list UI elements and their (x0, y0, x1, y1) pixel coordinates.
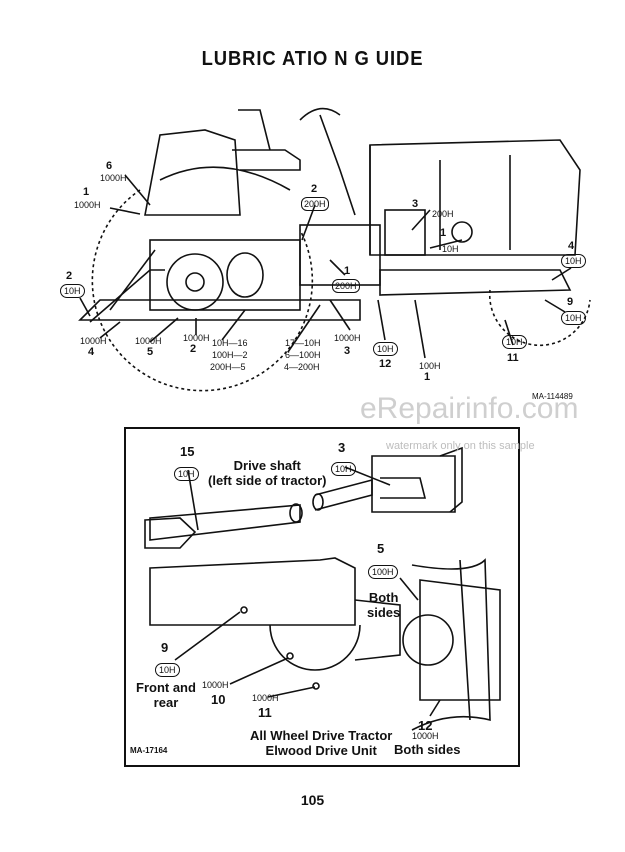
callout-number: 2 (190, 343, 197, 355)
callout-interval: 200H (301, 197, 329, 211)
callout-interval: 1000H (183, 333, 210, 343)
callout-interval: 10H (561, 254, 586, 268)
callout-number: 4 (88, 346, 95, 358)
watermark-note: watermark only on this sample (386, 440, 535, 452)
inset-callout-interval: 1000H (202, 680, 229, 690)
callout-number: 9 (567, 296, 574, 308)
inset-callout-number: 10 (211, 692, 226, 707)
callout-number: 1 (344, 265, 351, 277)
callout-number: 4 (568, 240, 575, 252)
inset-caption: All Wheel Drive Tractor Elwood Drive Uni… (250, 728, 393, 758)
page-title: LUBRIC ATIO N G UIDE (201, 48, 424, 70)
front-rear-label: Front and rear (136, 680, 196, 710)
callout-interval: 1000H (80, 336, 107, 346)
callout-interval: 1000H (334, 333, 361, 343)
callout-number: 11 (507, 352, 519, 364)
inset-callout-interval: 1000H (252, 693, 279, 703)
callout-interval: 100H (419, 361, 441, 371)
callout-number: 2 (66, 270, 73, 282)
callout-number: 5 (147, 346, 154, 358)
multi-interval-b-2: 6—100H (285, 350, 321, 360)
inset-callout-interval: 10H (331, 462, 356, 476)
page-number: 105 (300, 792, 325, 808)
callout-interval: 10H (442, 244, 459, 254)
inset-callout-number: 5 (377, 541, 385, 556)
inset-callout-interval: 1000H (412, 731, 439, 741)
inset-callout-number: 15 (180, 444, 195, 459)
inset-ref-code: MA-17164 (130, 746, 168, 755)
callout-number: 1 (424, 371, 431, 383)
callout-interval: 10H (502, 335, 527, 349)
drive-shaft-label: Drive shaft (left side of tractor) (208, 458, 327, 488)
callout-interval: 10H (561, 311, 586, 325)
callout-number: 3 (344, 345, 351, 357)
callout-number: 3 (412, 198, 419, 210)
inset-callout-number: 9 (161, 640, 169, 655)
inset-callout-number: 11 (258, 705, 272, 720)
inset-callout-number: 12 (418, 718, 433, 733)
top-ref-code: MA-114489 (532, 392, 573, 401)
callout-interval: 1000H (74, 200, 101, 210)
inset-callout-number: 3 (338, 440, 346, 455)
callout-interval: 1000H (135, 336, 162, 346)
callout-number: 12 (379, 358, 392, 370)
inset-callout-interval: 10H (155, 663, 180, 677)
callout-number: 2 (311, 183, 318, 195)
inset-callout-interval: 10H (174, 467, 199, 481)
multi-interval-a-2: 100H—2 (212, 350, 248, 360)
callout-interval: 10H (60, 284, 85, 298)
inset-both-sides: Both sides (394, 742, 461, 757)
callout-interval: 10H (373, 342, 398, 356)
multi-interval-a-1: 10H—16 (212, 338, 248, 348)
inset-callout-interval: 100H (368, 565, 398, 579)
multi-interval-b-3: 4—200H (284, 362, 320, 372)
callout-number: 6 (106, 160, 113, 172)
callout-interval: 1000H (100, 173, 127, 183)
watermark-site: eRepairinfo.com (360, 392, 579, 425)
multi-interval-b-1: 17—10H (285, 338, 321, 348)
both-sides-label: Both sides (367, 590, 401, 620)
callout-interval: 200H (432, 209, 454, 219)
callout-number: 1 (440, 227, 447, 239)
multi-interval-a-3: 200H—5 (210, 362, 246, 372)
callout-number: 1 (83, 186, 90, 198)
callout-interval: 200H (332, 279, 360, 293)
